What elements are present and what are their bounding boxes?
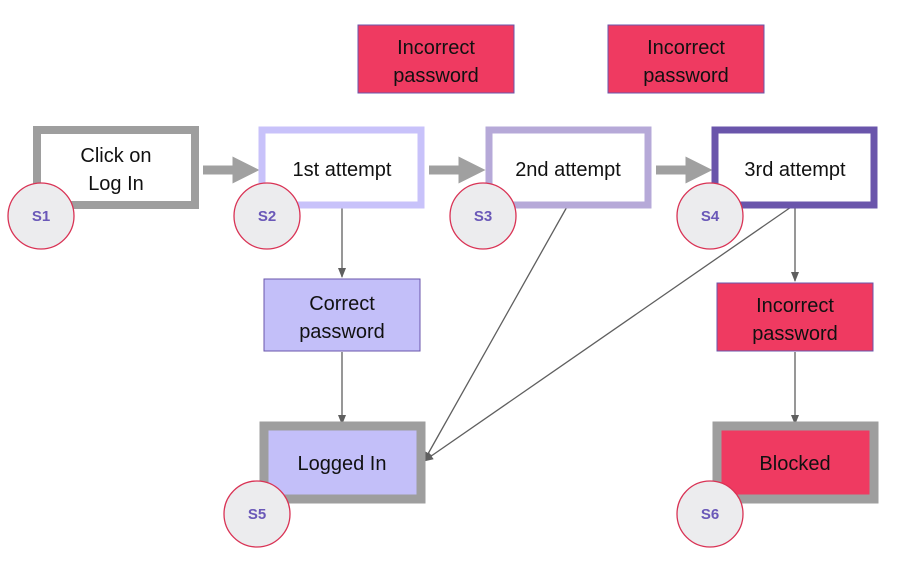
state-s1: S1 <box>7 182 75 250</box>
incorrect-password-top-1-line1: Incorrect <box>397 37 475 59</box>
incorrect-password-bottom-line2: password <box>752 323 838 345</box>
state-s1-label: S1 <box>32 208 50 225</box>
correct-password-line2: password <box>299 321 385 343</box>
incorrect-password-top-1-line2: password <box>393 65 479 87</box>
click-login-line1: Click on <box>80 145 151 167</box>
state-s3-label: S3 <box>474 208 492 225</box>
correct-password-box <box>263 278 421 352</box>
logged-in-label: Logged In <box>298 453 387 475</box>
attempt2-box <box>485 126 652 209</box>
incorrect-password-top-2-line1: Incorrect <box>647 37 725 59</box>
correct-password-line1: Correct <box>309 293 375 315</box>
incorrect-password-box-bottom <box>716 282 874 352</box>
state-s4: S4 <box>676 182 744 250</box>
state-s5: S5 <box>223 480 291 548</box>
blocked-label: Blocked <box>759 453 830 475</box>
state-s5-label: S5 <box>248 506 266 523</box>
state-s6-label: S6 <box>701 506 719 523</box>
state-s2: S2 <box>233 182 301 250</box>
incorrect-password-bottom-line1: Incorrect <box>756 295 834 317</box>
state-s3: S3 <box>449 182 517 250</box>
click-login-line2: Log In <box>88 173 144 195</box>
state-s2-label: S2 <box>258 208 276 225</box>
attempt3-box <box>711 126 878 209</box>
logged-in-box <box>259 421 426 504</box>
incorrect-password-box-top-1 <box>357 24 515 94</box>
state-s6: S6 <box>676 480 744 548</box>
incorrect-password-box-top-2 <box>607 24 765 94</box>
attempt2-label: 2nd attempt <box>515 159 621 181</box>
attempt1-label: 1st attempt <box>293 159 392 181</box>
arrow-s3-to-s5 <box>423 204 569 462</box>
state-s4-label: S4 <box>701 208 720 225</box>
click-login-box <box>33 126 199 209</box>
arrow-s4-to-s5 <box>423 204 795 462</box>
incorrect-password-top-2-line2: password <box>643 65 729 87</box>
blocked-box <box>712 421 879 504</box>
attempt3-label: 3rd attempt <box>744 159 846 181</box>
